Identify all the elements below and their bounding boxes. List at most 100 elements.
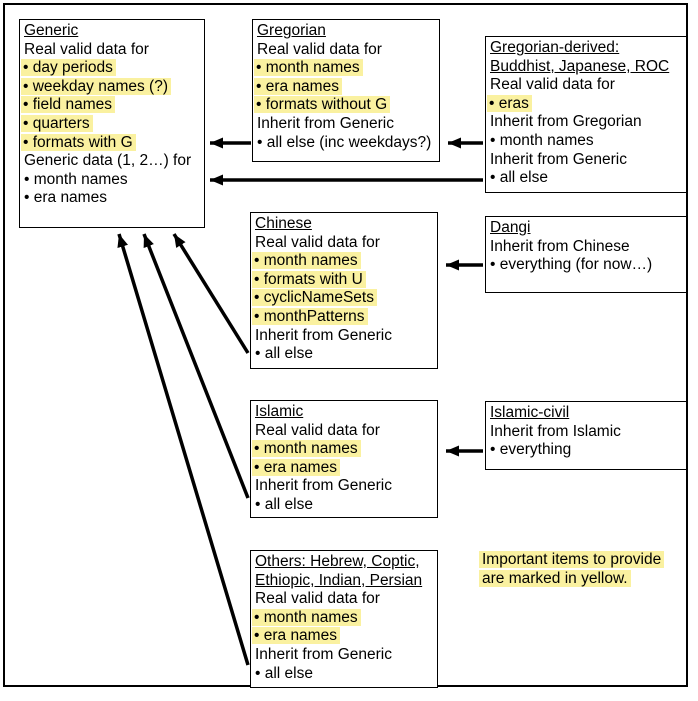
gregorian-line-text: • formats without G	[254, 96, 391, 114]
chinese-line: Chinese	[254, 215, 434, 234]
dangi-line-text: • everything (for now…)	[490, 256, 653, 274]
dangi-line-text: Inherit from Chinese	[490, 237, 630, 255]
islamic-line: Real valid data for	[254, 422, 434, 441]
chinese-line: • month names	[252, 252, 434, 271]
gregorian_derived-line-text: Real valid data for	[490, 76, 615, 94]
islamic-line: • month names	[252, 440, 434, 459]
generic-line: • formats with G	[21, 133, 201, 153]
arrow-others-to-generic	[117, 233, 250, 666]
gregorian-line: • formats without G	[254, 96, 436, 115]
gregorian-line-text: Real valid data for	[257, 40, 382, 58]
gregorian-line-text: Gregorian	[257, 22, 326, 39]
dangi-line: Dangi	[489, 219, 683, 238]
generic-line: Real valid data for	[23, 41, 201, 60]
chinese-line: • formats with U	[252, 270, 434, 290]
legend-note: Important items to provide are marked in…	[479, 551, 665, 589]
islamic-line-text: Inherit from Generic	[255, 477, 392, 495]
chinese-line-text: Chinese	[255, 215, 312, 232]
islamic-line-text: Islamic	[255, 403, 304, 420]
others-line-text: Ethiopic, Indian, Persian	[255, 571, 423, 589]
others-line: • all else	[254, 665, 434, 684]
chinese-line: Real valid data for	[254, 234, 434, 253]
chinese-line: • cyclicNameSets	[252, 289, 434, 308]
chinese-line-text: Real valid data for	[255, 233, 380, 251]
dangi-line-text: Dangi	[490, 219, 531, 236]
generic-line: • quarters	[21, 114, 201, 134]
arrow-islamic-to-generic	[142, 233, 250, 499]
legend-note-line: Important items to provide	[479, 551, 665, 570]
islamic_civil-line: Inherit from Islamic	[489, 423, 683, 442]
gregorian_derived-line: • month names	[489, 132, 683, 151]
chinese-line-text: • month names	[252, 252, 361, 270]
gregorian_derived-line-text: Gregorian-derived:	[490, 39, 620, 56]
gregorian-line: • month names	[254, 59, 436, 78]
generic-line-text: Real valid data for	[24, 40, 149, 58]
generic-line: Generic data (1, 2…) for	[23, 152, 201, 171]
islamic-line: • era names	[252, 458, 434, 478]
box-others: Others: Hebrew, Coptic,Ethiopic, Indian,…	[250, 550, 438, 688]
gregorian-line: • all else (inc weekdays?)	[256, 134, 436, 153]
chinese-line-text: • cyclicNameSets	[252, 289, 377, 307]
gregorian_derived-line-text: Buddhist, Japanese, ROC	[490, 57, 670, 75]
islamic_civil-line-text: Islamic-civil	[490, 404, 570, 421]
generic-line: Generic	[23, 22, 201, 41]
gregorian-line-text: • month names	[254, 59, 363, 77]
islamic-line-text: • all else	[255, 495, 313, 513]
gregorian_derived-line: Buddhist, Japanese, ROC	[489, 58, 683, 77]
islamic-line-text: • era names	[252, 458, 340, 476]
islamic-line: • all else	[254, 496, 434, 515]
islamic_civil-line-text: Inherit from Islamic	[490, 422, 621, 440]
generic-line-text: • quarters	[21, 114, 93, 132]
generic-line-text: Generic data (1, 2…) for	[24, 152, 192, 170]
generic-line-text: • day periods	[21, 59, 116, 77]
others-line-text: Inherit from Generic	[255, 645, 392, 663]
others-line-text: Real valid data for	[255, 590, 380, 608]
gregorian_derived-line-text: Inherit from Generic	[490, 150, 627, 168]
gregorian-line: Gregorian	[256, 22, 436, 41]
others-line: • era names	[252, 627, 434, 646]
others-line-text: • month names	[252, 608, 361, 626]
gregorian_derived-line-text: • month names	[490, 131, 594, 149]
generic-line-text: • field names	[21, 96, 115, 114]
gregorian_derived-line: Gregorian-derived:	[489, 39, 683, 58]
others-line: Others: Hebrew, Coptic,	[254, 553, 434, 572]
generic-line-text: • formats with G	[21, 133, 136, 151]
chinese-line-text: • monthPatterns	[252, 307, 368, 325]
chinese-line-text: Inherit from Generic	[255, 326, 392, 344]
generic-line: • weekday names (?)	[21, 77, 201, 97]
arrow-chinese-to-generic	[172, 233, 250, 354]
islamic_civil-line: Islamic-civil	[489, 404, 683, 423]
others-line-text: Others: Hebrew, Coptic,	[255, 553, 420, 570]
others-line: • month names	[252, 608, 434, 628]
gregorian-line: Inherit from Generic	[256, 115, 436, 134]
gregorian-line-text: Inherit from Generic	[257, 114, 394, 132]
chinese-line-text: • formats with U	[252, 270, 366, 288]
chinese-line: Inherit from Generic	[254, 327, 434, 346]
dangi-line: Inherit from Chinese	[489, 238, 683, 257]
generic-line: • month names	[23, 171, 201, 190]
gregorian_derived-line: • all else	[489, 169, 683, 188]
gregorian-line-text: • all else (inc weekdays?)	[257, 133, 432, 151]
generic-line: • day periods	[21, 59, 201, 78]
box-gregorian-derived: Gregorian-derived:Buddhist, Japanese, RO…	[485, 36, 687, 193]
dangi-line: • everything (for now…)	[489, 256, 683, 275]
gregorian-line-text: • era names	[254, 77, 342, 95]
legend-note-line: are marked in yellow.	[479, 569, 664, 589]
gregorian-line: • era names	[254, 77, 436, 97]
islamic-line-text: • month names	[252, 440, 361, 458]
islamic-line-text: Real valid data for	[255, 421, 380, 439]
islamic-line: Islamic	[254, 403, 434, 422]
gregorian_derived-line: Inherit from Generic	[489, 151, 683, 170]
islamic_civil-line-text: • everything	[490, 441, 572, 459]
gregorian_derived-line: Inherit from Gregorian	[489, 113, 683, 132]
generic-line: • era names	[23, 189, 201, 208]
generic-line-text: • weekday names (?)	[21, 77, 171, 95]
others-line: Real valid data for	[254, 590, 434, 609]
generic-line-text: Generic	[24, 22, 79, 39]
